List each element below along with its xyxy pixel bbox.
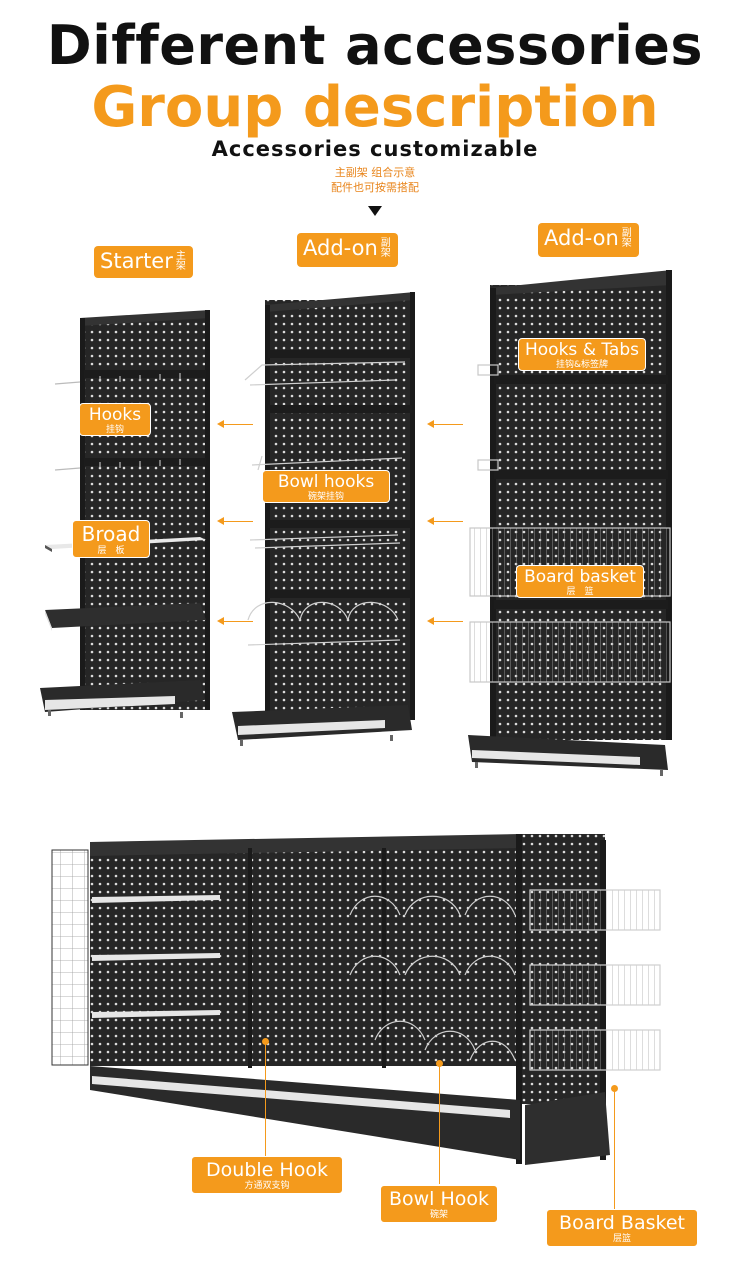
double-hook-label: Double Hook [206, 1159, 328, 1181]
arrow-left-icon [217, 420, 253, 428]
board-basket-callout: Board basket 层 篮 [516, 565, 644, 598]
board-basket-label: Board basket [524, 567, 636, 587]
hooks-label: Hooks [88, 405, 142, 425]
hooks-tabs-label-cn: 挂钩&标签牌 [555, 360, 609, 370]
addon1-shelf [232, 292, 415, 746]
combined-shelf [51, 834, 661, 1165]
bottom-board-basket-label: Board Basket [559, 1212, 685, 1234]
title-line-2: Group description [91, 75, 659, 140]
broad-label-cn: 层 板 [97, 546, 125, 556]
leader-line [614, 1091, 615, 1209]
bottom-board-basket-callout: Board Basket 层篮 [546, 1209, 698, 1247]
down-arrow-icon [368, 206, 382, 216]
starter-shelf [40, 310, 210, 718]
bowl-hook-label: Bowl Hook [388, 1188, 490, 1210]
addon1-label: Add-on [303, 236, 378, 260]
marker-dot [262, 1038, 269, 1045]
leader-line [439, 1066, 440, 1184]
hooks-label-cn: 挂钩 [105, 425, 124, 435]
board-basket-label-cn: 层 篮 [566, 587, 594, 597]
bottom-board-basket-label-cn: 层篮 [612, 1234, 631, 1244]
arrow-left-icon [427, 517, 463, 525]
addon2-label-cn: 副架 [621, 228, 632, 249]
note-line-1: 主副架 组合示意 [334, 166, 416, 179]
title-line-1: Different accessories [46, 14, 704, 77]
addon2-label: Add-on [544, 226, 619, 250]
note-line-2: 配件也可按需搭配 [331, 181, 419, 194]
double-hook-label-cn: 方通双支钩 [244, 1181, 290, 1191]
starter-label-cn: 主架 [175, 251, 186, 272]
hooks-tabs-callout: Hooks & Tabs 挂钩&标签牌 [518, 338, 646, 371]
leader-line [265, 1044, 266, 1156]
bowl-hook-callout: Bowl Hook 碗架 [380, 1185, 498, 1223]
arrow-left-icon [217, 617, 253, 625]
bowl-hooks-callout: Bowl hooks 碗架挂钩 [262, 470, 390, 503]
marker-dot [611, 1085, 618, 1092]
hooks-callout: Hooks 挂钩 [79, 403, 151, 436]
marker-dot [436, 1060, 443, 1067]
starter-label: Starter [100, 249, 173, 273]
bowl-hooks-label: Bowl hooks [277, 472, 375, 492]
subtitle: Accessories customizable [211, 137, 539, 161]
bowl-hook-label-cn: 碗架 [429, 1210, 448, 1220]
addon1-label-cn: 副架 [380, 238, 391, 259]
arrow-left-icon [217, 517, 253, 525]
arrow-left-icon [427, 617, 463, 625]
broad-callout: Broad 层 板 [72, 520, 150, 558]
bowl-hooks-label-cn: 碗架挂钩 [307, 492, 344, 502]
arrow-left-icon [427, 420, 463, 428]
double-hook-callout: Double Hook 方通双支钩 [191, 1156, 343, 1194]
hooks-tabs-label: Hooks & Tabs [525, 340, 639, 360]
broad-label: Broad [81, 522, 141, 546]
